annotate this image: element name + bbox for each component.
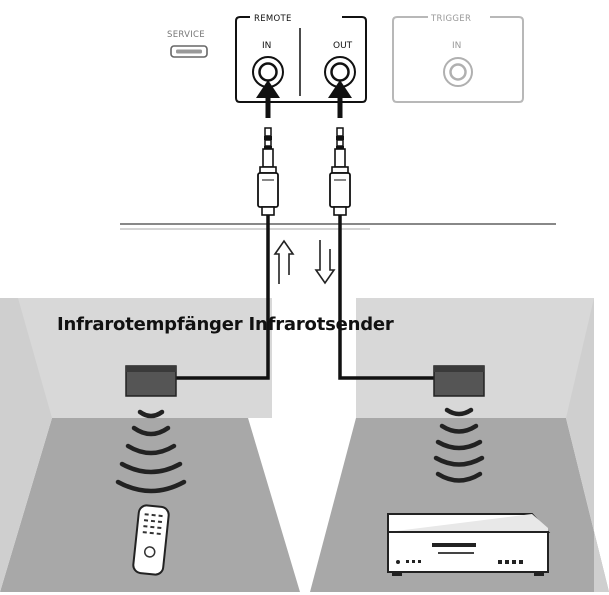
cable-to-emitter	[338, 215, 434, 380]
remote-in-label: IN	[262, 41, 271, 51]
audio-device-icon	[387, 513, 551, 576]
left-room-side-left	[0, 298, 52, 592]
ir-receiver	[125, 365, 177, 397]
service-label: SERVICE	[167, 30, 205, 40]
plug-in	[257, 127, 279, 216]
trigger-in-jack	[443, 57, 473, 87]
trigger-in-label: IN	[452, 41, 461, 51]
signal-arrow-up	[273, 239, 295, 284]
trigger-box	[392, 16, 524, 103]
insert-arrow-out	[328, 80, 352, 118]
remote-label: REMOTE	[254, 14, 292, 24]
service-usb-port	[170, 45, 208, 58]
insert-arrow-in	[256, 80, 280, 118]
left-room-wall	[18, 298, 272, 418]
ir-emitter	[433, 365, 485, 397]
cable-to-receiver	[174, 215, 270, 380]
device-caption: Infrarotempfänger Infrarotsender	[57, 314, 394, 335]
signal-arrow-down	[314, 240, 336, 285]
remote-control-icon	[132, 504, 170, 576]
plug-out	[329, 127, 351, 216]
right-room-wall	[356, 298, 594, 418]
ir-waves-left	[115, 409, 187, 494]
remote-out-label: OUT	[333, 41, 353, 51]
trigger-label: TRIGGER	[430, 14, 471, 24]
ir-waves-right	[433, 407, 485, 483]
remote-box	[235, 16, 367, 103]
right-room-side-right	[566, 298, 609, 592]
